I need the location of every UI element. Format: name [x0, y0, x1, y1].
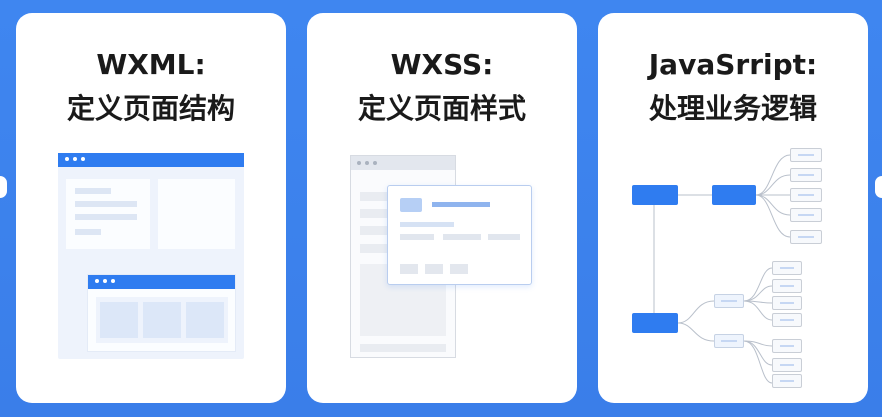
wxss-card: WXSS: 定义页面样式 [307, 13, 577, 403]
wxss-title-line2: 定义页面样式 [357, 92, 526, 125]
wxml-card: WXML: 定义页面结构 [16, 13, 286, 403]
page-style-wireframe-icon [350, 155, 535, 359]
javascript-card: JavaSrript: 处理业务逻辑 [598, 13, 868, 403]
javascript-title-line2: 处理业务逻辑 [648, 92, 817, 125]
carousel-next-edge[interactable] [875, 176, 882, 198]
wxss-card-title: WXSS: 定义页面样式 [307, 43, 577, 131]
carousel-prev-edge[interactable] [0, 176, 7, 198]
wxml-title-line2: 定义页面结构 [66, 92, 235, 125]
page-structure-wireframe-icon [58, 153, 244, 359]
wxml-title-line1: WXML: [96, 48, 206, 81]
logic-tree-diagram-icon [632, 143, 832, 388]
javascript-card-title: JavaSrript: 处理业务逻辑 [598, 43, 868, 131]
wxml-card-title: WXML: 定义页面结构 [16, 43, 286, 131]
javascript-title-line1: JavaSrript: [648, 48, 818, 81]
wxss-title-line1: WXSS: [390, 48, 494, 81]
